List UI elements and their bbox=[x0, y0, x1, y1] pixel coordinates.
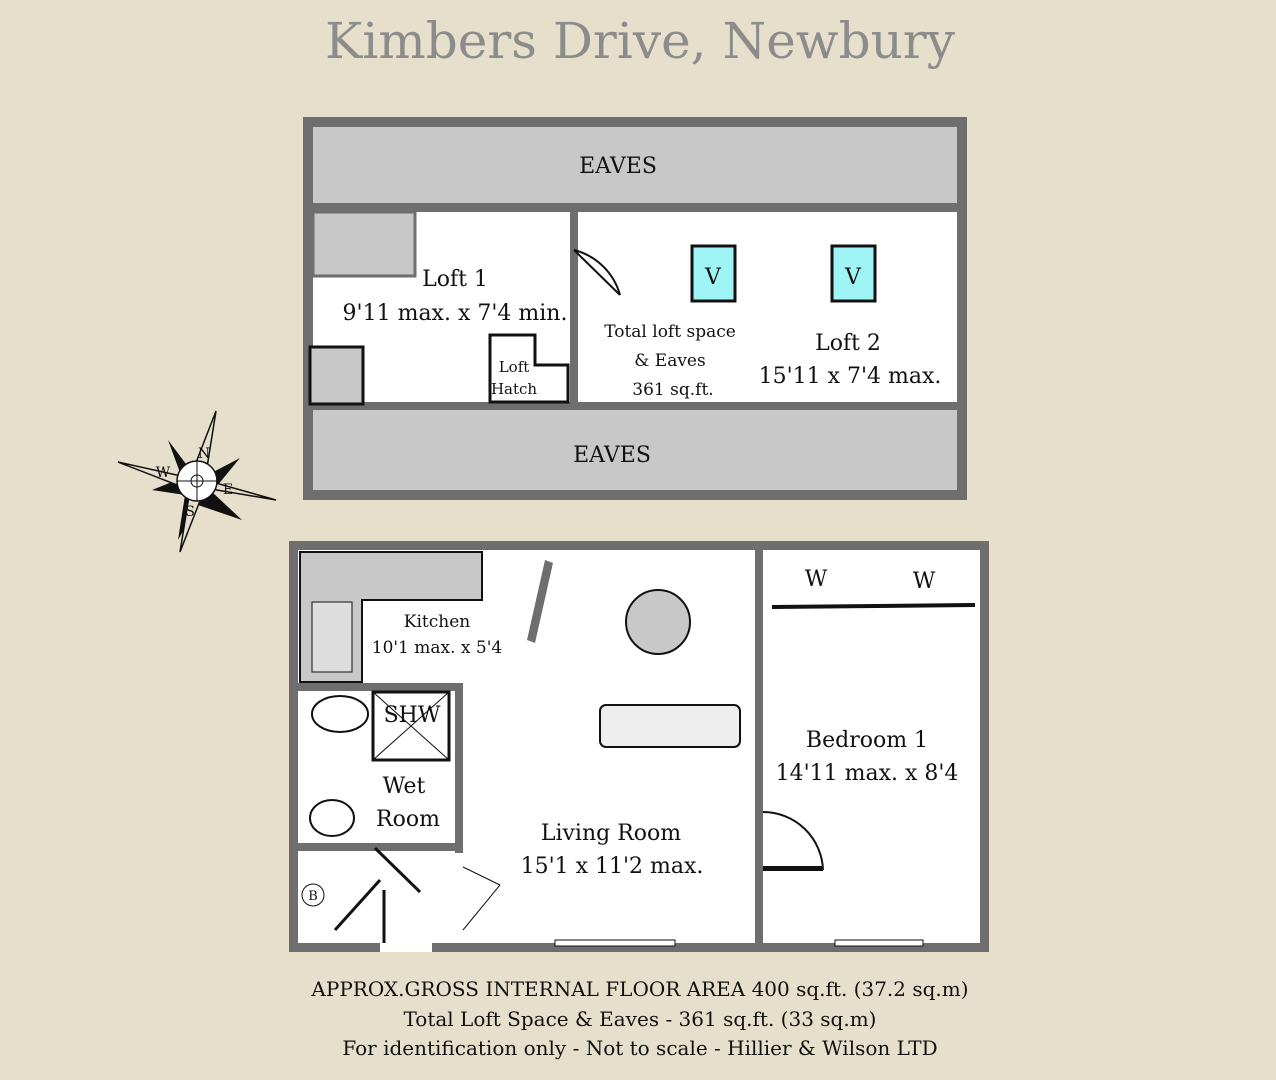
storage-block bbox=[308, 345, 365, 406]
window bbox=[554, 939, 676, 947]
storage-block bbox=[311, 210, 417, 278]
sink-icon bbox=[311, 601, 353, 673]
ground-floor: B Kitchen 10'1 max. x 5'4 SHW Wet Room L… bbox=[289, 541, 989, 952]
compass-s: S bbox=[185, 504, 195, 520]
wall bbox=[455, 683, 463, 853]
bedroom-name: Bedroom 1 bbox=[806, 728, 928, 753]
kitchen-dims: 10'1 max. x 5'4 bbox=[372, 638, 502, 658]
compass-w: W bbox=[156, 465, 171, 481]
door-swing bbox=[762, 811, 824, 871]
sofa bbox=[599, 704, 741, 748]
doors bbox=[333, 846, 422, 945]
boiler-label: B bbox=[308, 889, 318, 904]
door bbox=[763, 866, 823, 871]
shower-cross bbox=[372, 691, 450, 761]
front-door bbox=[380, 943, 432, 952]
compass-e: E bbox=[223, 482, 233, 498]
door-swing bbox=[573, 249, 621, 296]
bedroom-dims: 14'11 max. x 8'4 bbox=[776, 761, 959, 786]
compass-n: N bbox=[198, 446, 210, 462]
bedroom-area bbox=[763, 550, 980, 943]
partition-wall bbox=[527, 560, 553, 643]
wet-room-label: Wet bbox=[383, 774, 426, 799]
wall bbox=[298, 843, 463, 851]
loft-hatch-label: Loft bbox=[499, 358, 530, 376]
door-swing bbox=[462, 866, 501, 931]
footer-floor-area: APPROX.GROSS INTERNAL FLOOR AREA 400 sq.… bbox=[310, 977, 968, 1001]
loft2-dims: 15'11 x 7'4 max. bbox=[759, 364, 942, 389]
window bbox=[834, 939, 924, 947]
eaves-top bbox=[313, 127, 957, 203]
wet-room-label: Room bbox=[376, 807, 440, 832]
footer-disclaimer: For identification only - Not to scale -… bbox=[342, 1036, 937, 1060]
wardrobe-label: W bbox=[805, 567, 828, 592]
loft2-name: Loft 2 bbox=[815, 331, 881, 356]
eaves-bottom bbox=[313, 410, 957, 490]
shower-label: SHW bbox=[384, 703, 441, 728]
loft1-name: Loft 1 bbox=[422, 267, 488, 292]
boiler-icon bbox=[301, 883, 325, 907]
wall bbox=[298, 683, 463, 691]
total-loft-label: Total loft space bbox=[604, 322, 736, 342]
wall bbox=[755, 870, 763, 943]
total-loft-area: 361 sq.ft. bbox=[632, 380, 713, 400]
page-title: Kimbers Drive, Newbury bbox=[325, 12, 956, 70]
eaves-top-label: EAVES bbox=[579, 154, 657, 179]
loft2-room bbox=[578, 212, 957, 402]
compass-icon: N E S W bbox=[117, 410, 277, 553]
living-room-dims: 15'1 x 11'2 max. bbox=[521, 854, 704, 879]
basin-icon bbox=[311, 695, 369, 733]
velux-label: V bbox=[844, 265, 862, 290]
kitchen-name: Kitchen bbox=[404, 612, 470, 632]
wardrobe-label: W bbox=[913, 569, 936, 594]
eaves-bottom-label: EAVES bbox=[573, 443, 651, 468]
loft-floor: V V EAVES EAVES Loft 1 9'11 max. x 7'4 m… bbox=[303, 117, 967, 500]
velux-label: V bbox=[704, 265, 722, 290]
wall bbox=[755, 550, 763, 810]
loft1-dims: 9'11 max. x 7'4 min. bbox=[343, 301, 568, 326]
wardrobe-doors bbox=[771, 603, 976, 609]
dining-table bbox=[625, 589, 691, 655]
footer-loft-area: Total Loft Space & Eaves - 361 sq.ft. (3… bbox=[404, 1007, 877, 1031]
velux-window bbox=[830, 244, 877, 303]
total-loft-label: & Eaves bbox=[634, 351, 705, 371]
velux-window bbox=[690, 244, 737, 303]
living-room-name: Living Room bbox=[541, 821, 681, 846]
toilet-icon bbox=[309, 799, 355, 837]
loft-hatch-label: Hatch bbox=[491, 380, 537, 398]
loft-hatch bbox=[488, 333, 570, 404]
